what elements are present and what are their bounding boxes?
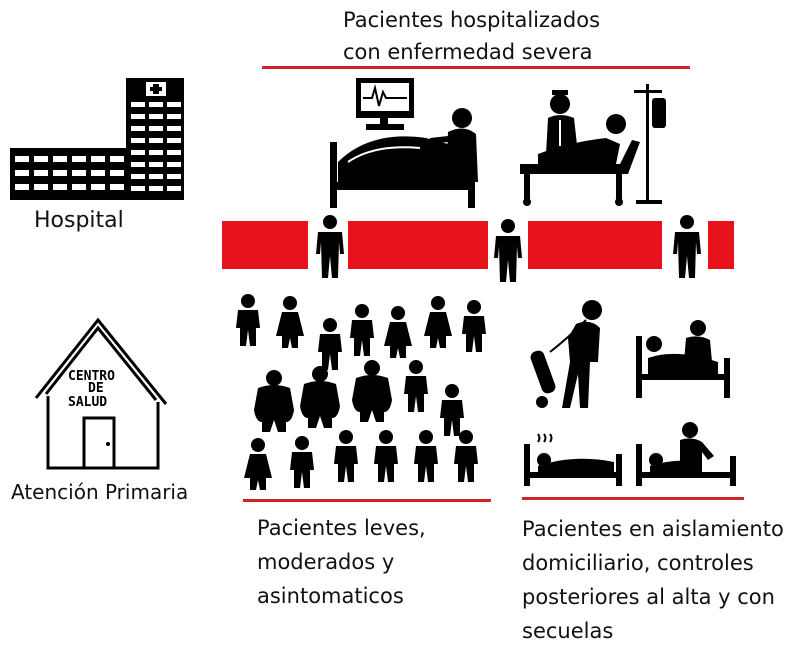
mild-line3: asintomaticos — [257, 584, 404, 608]
hospital-label: Hospital — [34, 208, 124, 233]
health-center-house-icon: CENTRO DE SALUD — [34, 317, 168, 470]
flow-bar-segment-3 — [528, 221, 662, 269]
isolation-line1: Pacientes en aislamiento — [522, 517, 784, 541]
patient-in-bed-icon — [524, 433, 622, 486]
standing-person-icon — [673, 215, 701, 278]
isolation-line2: domiciliario, controles — [522, 551, 754, 575]
severe-divider — [262, 66, 690, 69]
sign-line2: DE — [88, 381, 104, 396]
sign-line1: CENTRO — [68, 369, 115, 384]
isolation-divider — [522, 497, 744, 500]
severe-title-line1: Pacientes hospitalizados — [343, 8, 601, 32]
standing-person-icon — [316, 215, 344, 278]
isolation-line4: secuelas — [522, 619, 614, 643]
hospital-bed-doctor-iv-icon — [520, 84, 666, 206]
primary-care-label: Atención Primaria — [11, 480, 189, 504]
severe-title-line2: con enfermedad severa — [343, 40, 593, 64]
crowd-of-people-icon — [236, 294, 486, 490]
patient-with-oxygen-tank-icon — [530, 300, 602, 408]
patient-bed-visitor-icon — [636, 422, 736, 486]
hospital-building-icon — [10, 78, 184, 200]
doctor-visit-bed-icon — [636, 320, 730, 398]
flow-bar-segment-1 — [222, 221, 308, 269]
mild-line2: moderados y — [257, 550, 395, 574]
standing-person-icon — [494, 219, 522, 282]
flow-bar-segment-4 — [708, 221, 734, 269]
flow-bar-segment-2 — [348, 221, 488, 269]
mild-divider — [243, 499, 491, 502]
sign-line3: SALUD — [68, 395, 107, 410]
mild-line1: Pacientes leves, — [257, 516, 426, 540]
isolation-line3: posteriores al alta y con — [522, 585, 775, 609]
hospital-bed-monitor-icon — [330, 78, 478, 208]
